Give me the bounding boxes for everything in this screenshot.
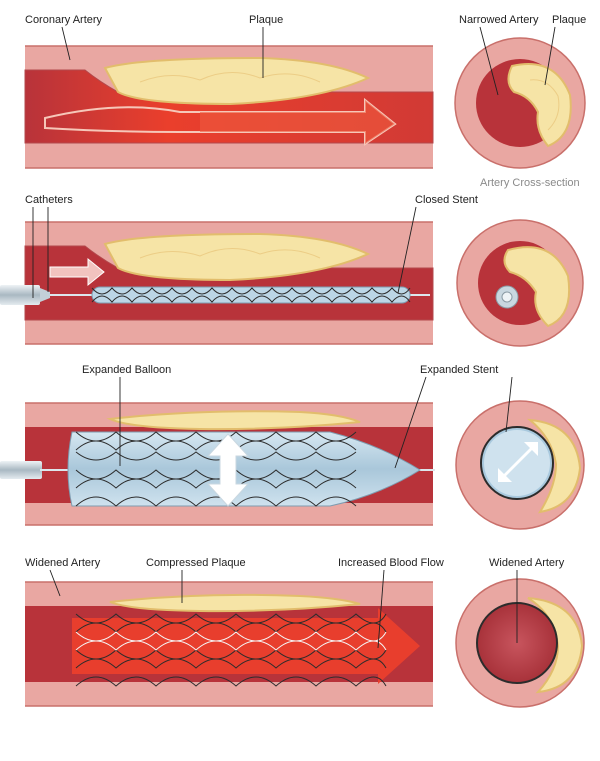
label-compressed-plaque: Compressed Plaque bbox=[146, 557, 246, 569]
label-artery-cross-section: Artery Cross-section bbox=[480, 177, 580, 189]
label-narrowed-artery: Narrowed Artery bbox=[459, 14, 539, 26]
panel-3-expanded-balloon bbox=[0, 402, 435, 526]
cross-section-4 bbox=[455, 578, 585, 708]
expansion-arrow bbox=[206, 433, 250, 507]
label-plaque-panel-1: Plaque bbox=[249, 14, 284, 26]
expansion-arrow-diagonal bbox=[498, 442, 538, 482]
cross-section-2 bbox=[456, 219, 584, 347]
leader-lines bbox=[32, 26, 556, 649]
panel-4-widened-artery bbox=[25, 581, 433, 707]
label-increased-blood-flow: Increased Blood Flow bbox=[338, 557, 444, 569]
deployed-stent bbox=[75, 613, 387, 687]
label-expanded-balloon: Expanded Balloon bbox=[82, 364, 172, 376]
cross-section-1 bbox=[454, 37, 586, 169]
cross-section-3 bbox=[455, 400, 585, 530]
label-expanded-stent: Expanded Stent bbox=[420, 364, 499, 376]
label-coronary-artery: Coronary Artery bbox=[25, 14, 103, 26]
insertion-arrow bbox=[49, 257, 105, 287]
label-widened-artery-panel-4: Widened Artery bbox=[25, 557, 101, 569]
closed-stent bbox=[91, 286, 411, 304]
label-plaque-cross-section: Plaque bbox=[552, 14, 587, 26]
plaque bbox=[103, 56, 371, 106]
label-catheters: Catheters bbox=[25, 194, 73, 206]
label-closed-stent: Closed Stent bbox=[415, 194, 478, 206]
panel-1-narrowed-artery bbox=[24, 45, 434, 169]
label-widened-artery-cross-section: Widened Artery bbox=[489, 557, 565, 569]
panel-2-closed-stent bbox=[0, 221, 434, 345]
expanded-stent bbox=[75, 431, 357, 507]
